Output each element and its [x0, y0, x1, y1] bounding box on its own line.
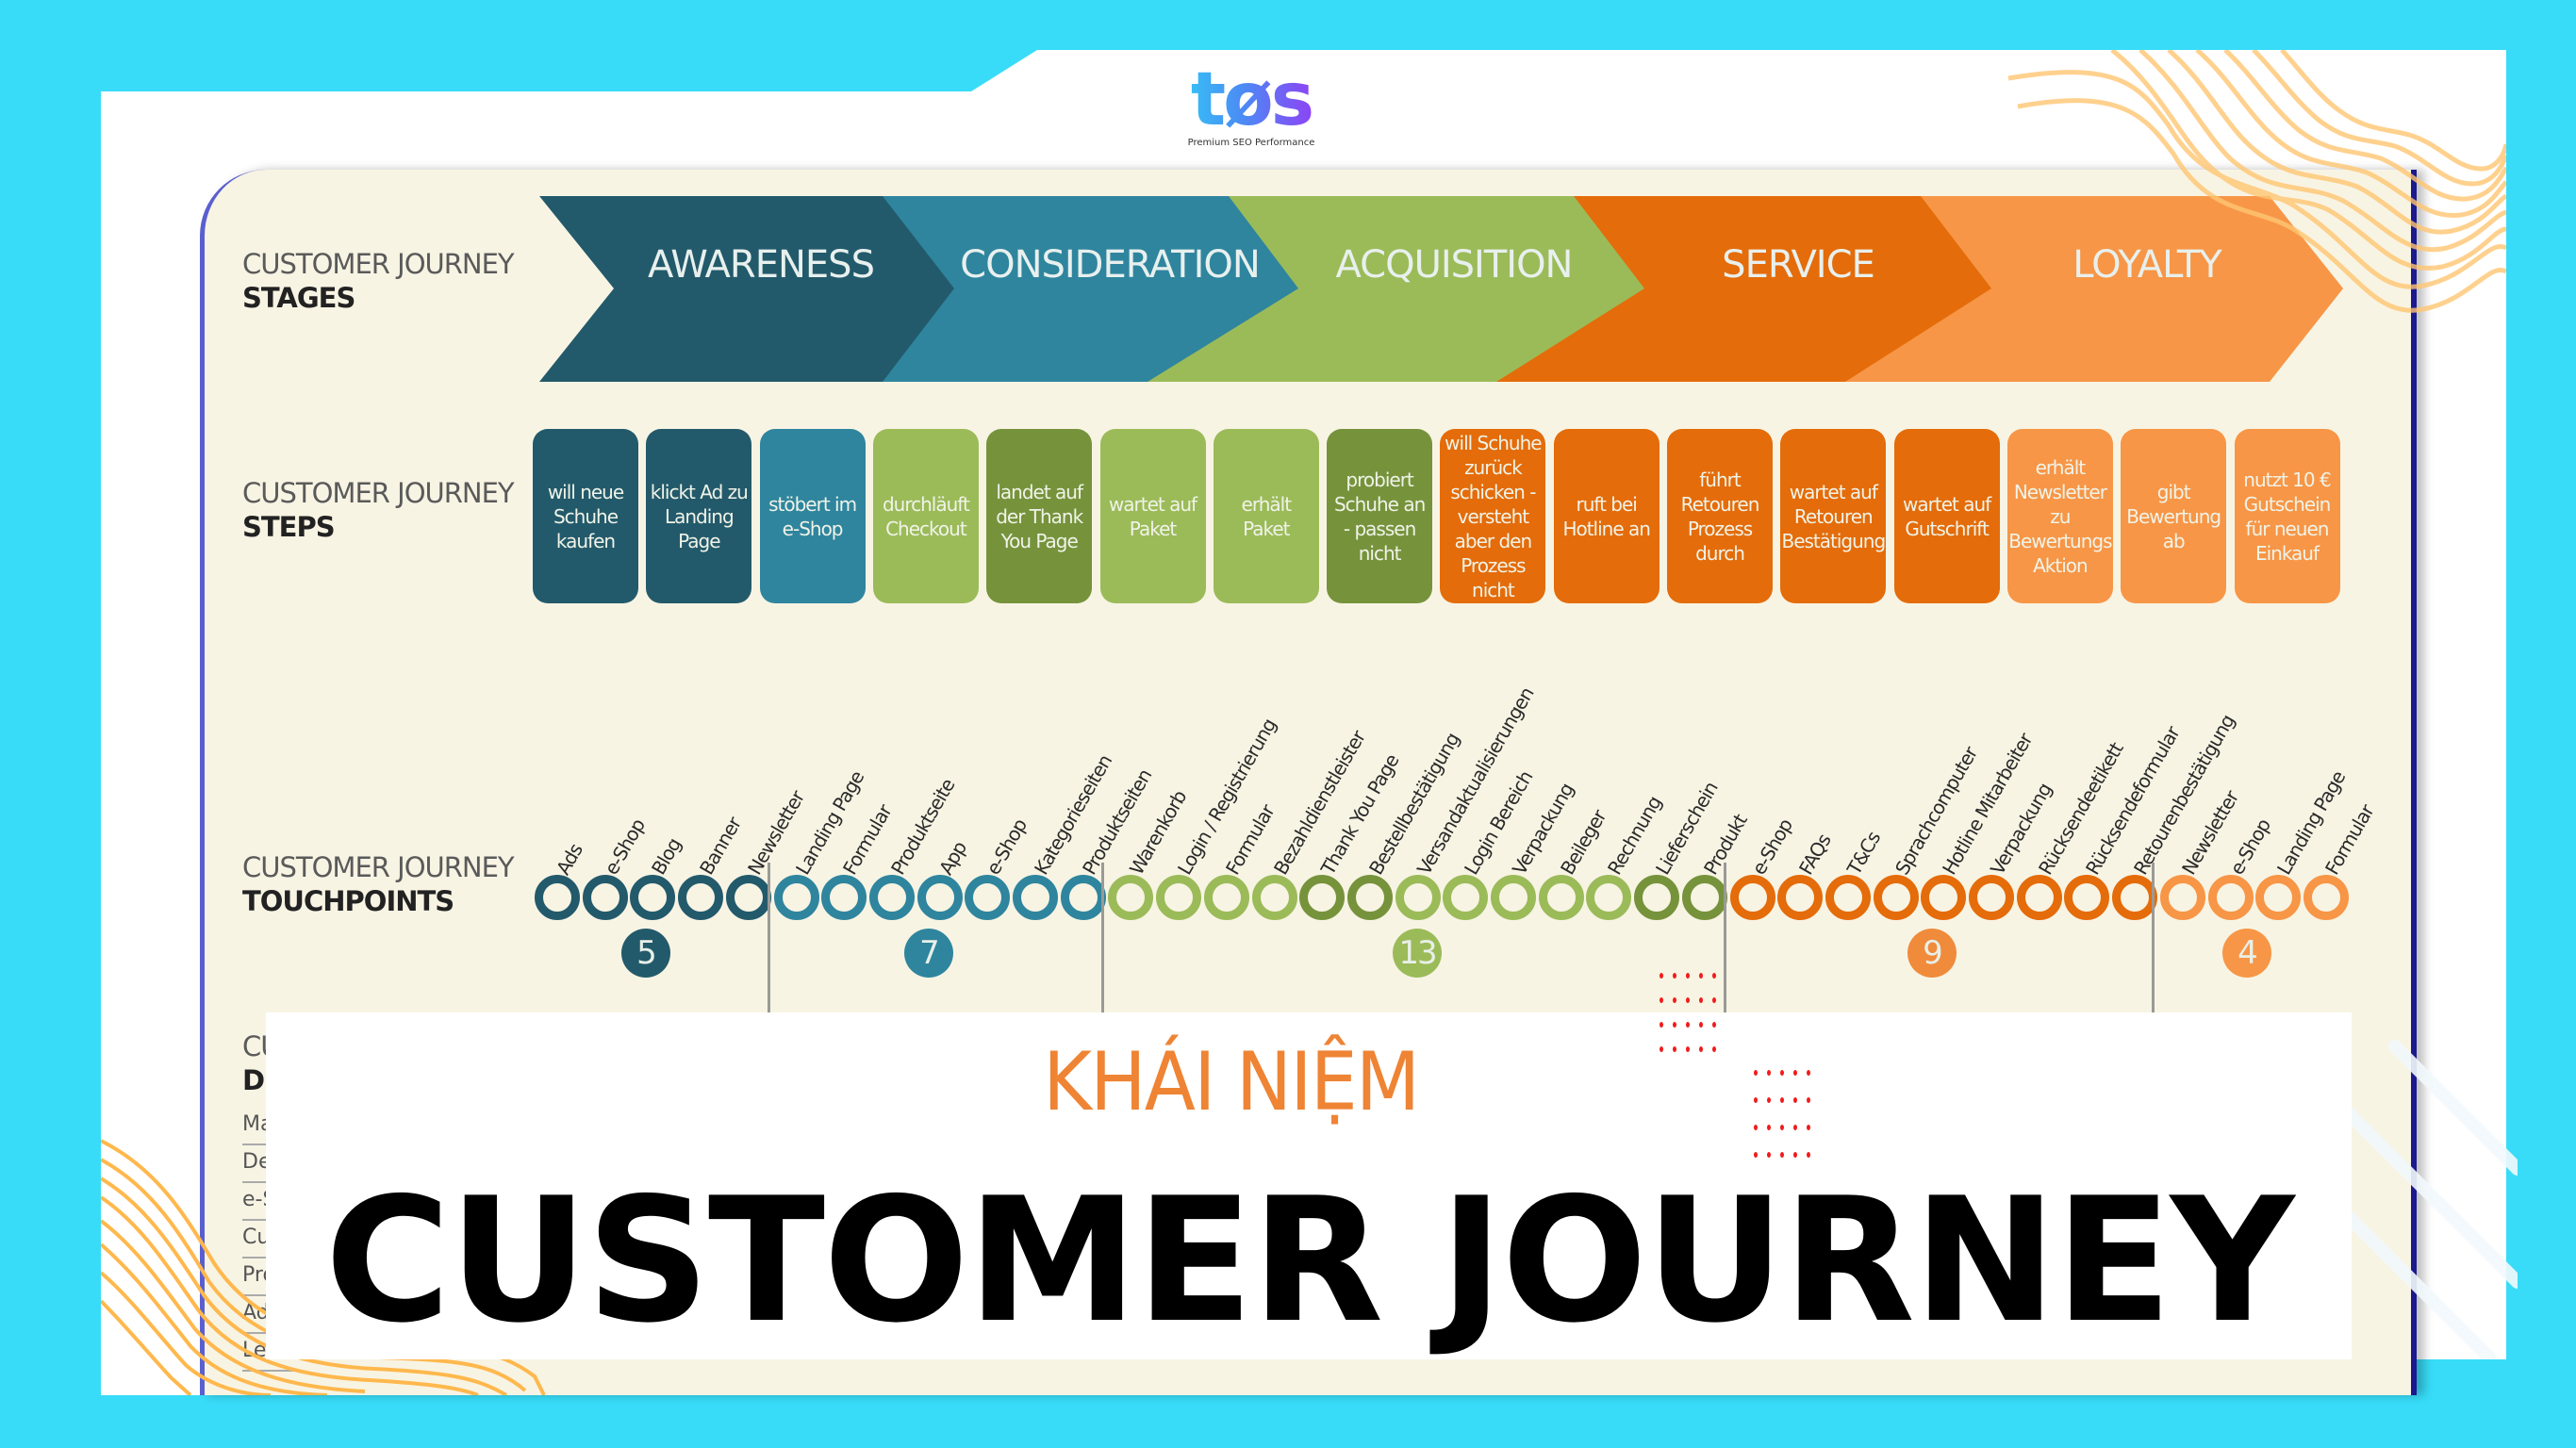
touchpoint-label: Blog	[647, 834, 686, 879]
step-box: gibt Bewertung ab	[2121, 429, 2227, 603]
touchpoint-ring	[1203, 875, 1249, 920]
step-box: will Schuhe zurück schicken - versteht a…	[1440, 429, 1546, 603]
touchpoint-ring	[1346, 875, 1393, 920]
touchpoint-count-acquisition: 13	[1393, 929, 1442, 978]
touchpoint-ring	[2255, 875, 2302, 920]
decorative-red-dots	[1660, 973, 1810, 1158]
touchpoint-ring	[868, 875, 915, 920]
touchpoint-label: Rücksendeetikett	[2033, 738, 2128, 879]
touchpoint-ring	[1777, 875, 1824, 920]
touchpoint-ring	[916, 875, 963, 920]
touchpoint-ring	[821, 875, 867, 920]
touchpoint-ring	[630, 875, 676, 920]
row-label-stages: CUSTOMER JOURNEY STAGES	[242, 248, 515, 314]
touchpoint-label: App	[933, 837, 971, 879]
touchpoint-ring	[1299, 875, 1346, 920]
touchpoint-ring	[1873, 875, 1919, 920]
touchpoint-ring	[1491, 875, 1536, 920]
touchpoint-ring	[1969, 875, 2014, 920]
stage-awareness: AWARENESS	[648, 243, 875, 287]
touchpoint-ring	[535, 875, 580, 920]
touchpoint-label: e-Shop	[1746, 814, 1797, 879]
touchpoint-ring	[1156, 875, 1202, 920]
step-box: stöbert im e-Shop	[759, 429, 866, 603]
touchpoint-ring	[773, 875, 819, 920]
stage-acquisition: ACQUISITION	[1335, 243, 1574, 287]
step-box: wartet auf Gutschrift	[1893, 429, 2000, 603]
step-box: landet auf der Thank You Page	[986, 429, 1093, 603]
touchpoint-ring	[1729, 875, 1775, 920]
touchpoint-ring	[2112, 875, 2158, 920]
step-box: durchläuft Checkout	[872, 429, 979, 603]
touchpoint-label: Ads	[552, 840, 587, 879]
step-box: probiert Schuhe an - passen nicht	[1327, 429, 1433, 603]
touchpoint-ring	[678, 875, 724, 920]
step-box: klickt Ad zu Landing Page	[646, 429, 752, 603]
stage-service: SERVICE	[1722, 243, 1875, 287]
subtitle-khai-niem: KHÁI NIỆM	[1043, 1035, 1420, 1129]
touchpoint-ring	[965, 875, 1011, 920]
touchpoint-ring	[1586, 875, 1632, 920]
logo-tagline: Premium SEO Performance	[1187, 138, 1315, 148]
tos-logo[interactable]: tøs Premium SEO Performance	[1166, 62, 1336, 148]
step-box: erhält Newsletter zu Bewertungs Aktion	[2006, 429, 2113, 603]
step-box: führt Retouren Prozess durch	[1667, 429, 1773, 603]
step-box: will neue Schuhe kaufen	[533, 429, 638, 603]
step-box: ruft bei Hotline an	[1553, 429, 1660, 603]
touchpoint-ring	[2303, 875, 2349, 920]
stage-loyalty: LOYALTY	[2072, 243, 2222, 287]
step-box: wartet auf Retouren Bestätigung	[1780, 429, 1887, 603]
touchpoint-label: e-Shop	[599, 814, 650, 879]
decorative-waves-top-right	[2007, 50, 2506, 313]
touchpoint-ring	[1013, 875, 1058, 920]
touchpoint-ring	[582, 875, 628, 920]
touchpoint-ring	[1681, 875, 1727, 920]
touchpoint-ring	[725, 875, 771, 920]
touchpoint-ring	[2159, 875, 2205, 920]
touchpoint-ring	[1825, 875, 1871, 920]
row-label-steps: CUSTOMER JOURNEY STEPS	[242, 477, 515, 543]
touchpoint-ring	[1921, 875, 1967, 920]
step-box: wartet auf Paket	[1099, 429, 1206, 603]
touchpoint-label: e-Shop	[982, 814, 1032, 879]
touchpoint-ring	[1251, 875, 1297, 920]
step-box: nutzt 10 € Gutschein für neuen Einkauf	[2234, 429, 2340, 603]
touchpoint-ring	[2064, 875, 2110, 920]
logo-wordmark: tøs	[1166, 62, 1336, 138]
department-row-label: Cu	[242, 1226, 271, 1249]
touchpoint-ring	[1538, 875, 1584, 920]
touchpoint-label: Beileger	[1555, 806, 1610, 879]
department-row-divider	[242, 1370, 299, 1372]
step-box: erhält Paket	[1213, 429, 1319, 603]
row-label-touchpoints: CUSTOMER JOURNEY TOUCHPOINTS	[242, 851, 515, 917]
touchpoint-ring	[1395, 875, 1441, 920]
touchpoint-ring	[1634, 875, 1680, 920]
touchpoint-count-service: 9	[1907, 929, 1957, 978]
touchpoint-label: FAQs	[1794, 830, 1836, 879]
stage-chevrons	[539, 196, 2343, 382]
touchpoint-ring	[1060, 875, 1106, 920]
touchpoint-ring	[1108, 875, 1154, 920]
touchpoint-count-consideration: 7	[904, 929, 953, 978]
touchpoint-label: Banner	[695, 813, 746, 879]
stage-consideration: CONSIDERATION	[960, 243, 1261, 287]
touchpoint-ring	[1443, 875, 1489, 920]
touchpoint-ring	[2207, 875, 2254, 920]
title-banner: KHÁI NIỆM CUSTOMER JOURNEY	[266, 1012, 2352, 1359]
touchpoint-label: e-Shop	[2224, 814, 2275, 879]
touchpoint-ring	[2016, 875, 2062, 920]
touchpoint-count-loyalty: 4	[2222, 929, 2271, 978]
touchpoint-label: T&Cs	[1841, 828, 1885, 879]
title-customer-journey: CUSTOMER JOURNEY	[324, 1160, 2294, 1360]
touchpoint-count-awareness: 5	[621, 929, 670, 978]
